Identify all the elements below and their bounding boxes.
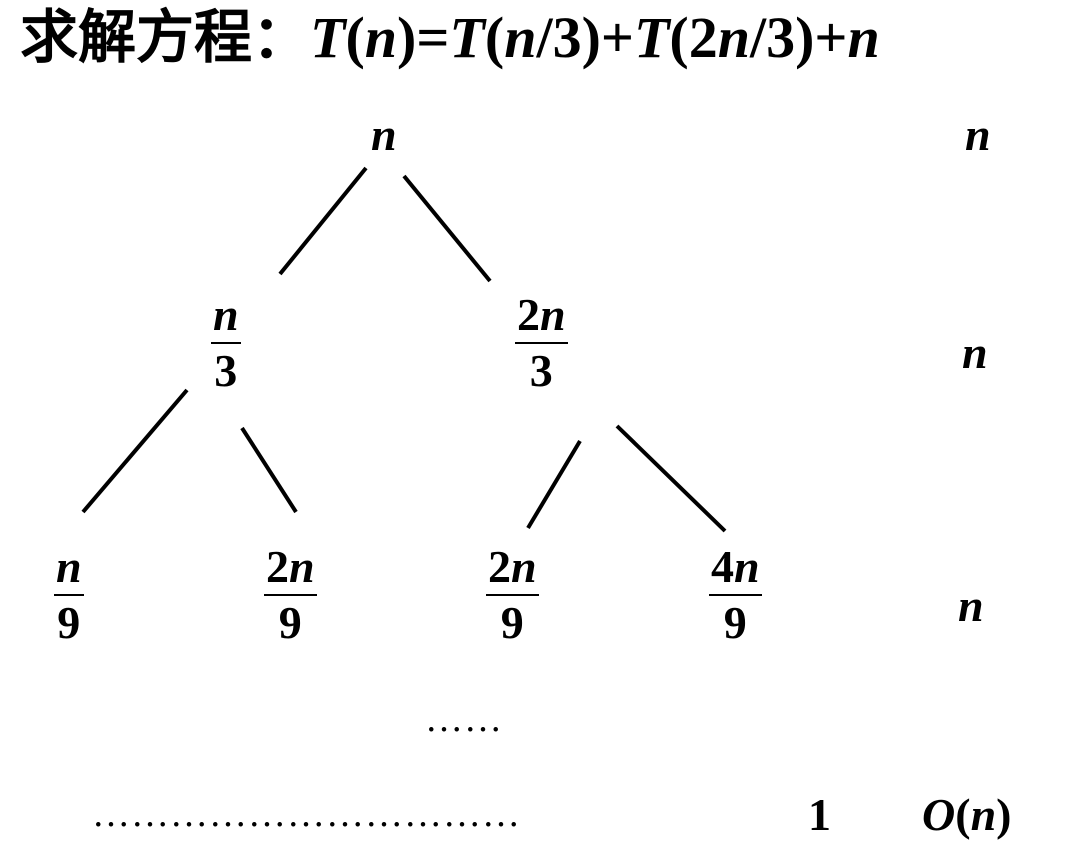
equation-segment: T <box>449 5 485 70</box>
tree-ellipsis-long: …………………………… <box>92 793 521 835</box>
fraction-denominator: 9 <box>500 597 524 648</box>
page-title: 求解方程：T(n)=T(n/3)+T(2n/3)+n <box>20 8 880 67</box>
edge-n3-right <box>240 426 298 514</box>
tree-node-4n-over-9: 4n 9 <box>709 544 762 646</box>
equation-segment: ( <box>345 5 365 70</box>
fraction-numerator: 2n <box>486 544 539 596</box>
leaf-cost: 1 <box>808 789 831 840</box>
tree-node-2n-over-9-b: 2n 9 <box>486 544 539 646</box>
tree-root-node: n <box>371 109 397 160</box>
tree-node-n-over-3: n 3 <box>211 292 241 394</box>
edge-root-right <box>402 174 492 283</box>
equation-segment: (2 <box>669 5 718 70</box>
fraction-denominator: 9 <box>57 597 81 648</box>
equation-segment: T <box>633 5 670 70</box>
title-equation: T(n)=T(n/3)+T(2n/3)+n <box>310 5 880 70</box>
equation-segment: T <box>310 5 346 70</box>
fraction-denominator: 3 <box>214 345 238 396</box>
equation-segment: n <box>504 5 537 70</box>
fraction-numerator: 2n <box>264 544 317 596</box>
fraction-numerator: n <box>54 544 84 596</box>
fraction-denominator: 9 <box>278 597 302 648</box>
title-chinese: 求解方程： <box>20 3 311 71</box>
fraction-denominator: 9 <box>723 597 747 648</box>
level-cost-1: n <box>962 327 988 378</box>
fraction-numerator: 2n <box>515 292 568 344</box>
fraction-numerator: n <box>211 292 241 344</box>
equation-segment: )= <box>397 5 450 70</box>
equation-segment: n <box>847 5 880 70</box>
level-cost-0: n <box>965 109 991 160</box>
tree-node-2n-over-9-a: 2n 9 <box>264 544 317 646</box>
equation-segment: n <box>717 5 750 70</box>
edge-root-left <box>278 166 368 276</box>
edge-2n3-left <box>526 439 582 530</box>
equation-segment: ( <box>484 5 505 70</box>
edge-n3-left <box>81 388 189 514</box>
tree-node-2n-over-3: 2n 3 <box>515 292 568 394</box>
equation-segment: n <box>364 5 398 70</box>
fraction-numerator: 4n <box>709 544 762 596</box>
equation-segment: /3)+ <box>536 5 634 70</box>
edge-2n3-right <box>615 424 727 533</box>
tree-ellipsis-short: …… <box>425 698 503 740</box>
tree-node-n-over-9: n 9 <box>54 544 84 646</box>
fraction-denominator: 3 <box>529 345 553 396</box>
level-cost-2: n <box>958 580 984 631</box>
total-cost: O(n) <box>922 789 1012 840</box>
equation-segment: /3)+ <box>749 5 848 70</box>
